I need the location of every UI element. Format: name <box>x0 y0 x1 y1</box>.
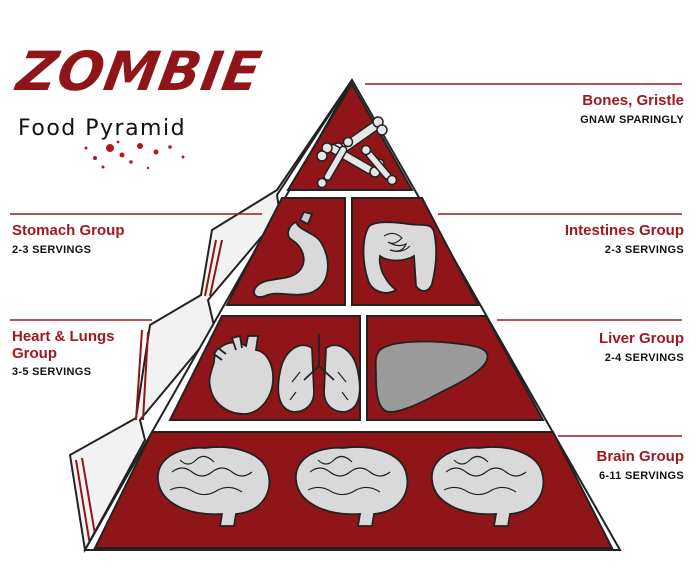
servings-brain: 6-11 SERVINGS <box>598 470 684 482</box>
label-intestines: Intestines Group <box>564 222 684 239</box>
blood-splatter <box>84 140 185 170</box>
label-heart-lungs: Heart & Lungs Group <box>12 328 115 362</box>
brain-icon <box>431 446 545 527</box>
label-stomach: Stomach Group <box>12 222 125 239</box>
label-liver: Liver Group <box>598 330 684 347</box>
servings-liver: 2-4 SERVINGS <box>604 352 684 364</box>
brain-icon <box>295 446 409 527</box>
label-brain: Brain Group <box>596 448 684 465</box>
tier-bones <box>286 82 414 191</box>
heart-icon <box>208 334 274 415</box>
connector-lines <box>10 83 682 437</box>
title-zombie: ZOMBIE <box>12 40 267 103</box>
servings-intestines: 2-3 SERVINGS <box>604 244 684 256</box>
label-bones: Bones, Gristle <box>582 92 684 109</box>
brain-icon <box>157 446 271 527</box>
servings-heart-lungs: 3-5 SERVINGS <box>12 366 92 378</box>
liver-icon <box>374 340 489 413</box>
lungs-icon <box>277 334 361 413</box>
intestines-icon <box>362 221 438 294</box>
title-subtitle: Food Pyramid <box>18 116 187 141</box>
bones-icon <box>316 116 398 189</box>
servings-stomach: 2-3 SERVINGS <box>12 244 92 256</box>
stomach-icon <box>253 210 329 298</box>
servings-bones: GNAW SPARINGLY <box>580 114 684 126</box>
